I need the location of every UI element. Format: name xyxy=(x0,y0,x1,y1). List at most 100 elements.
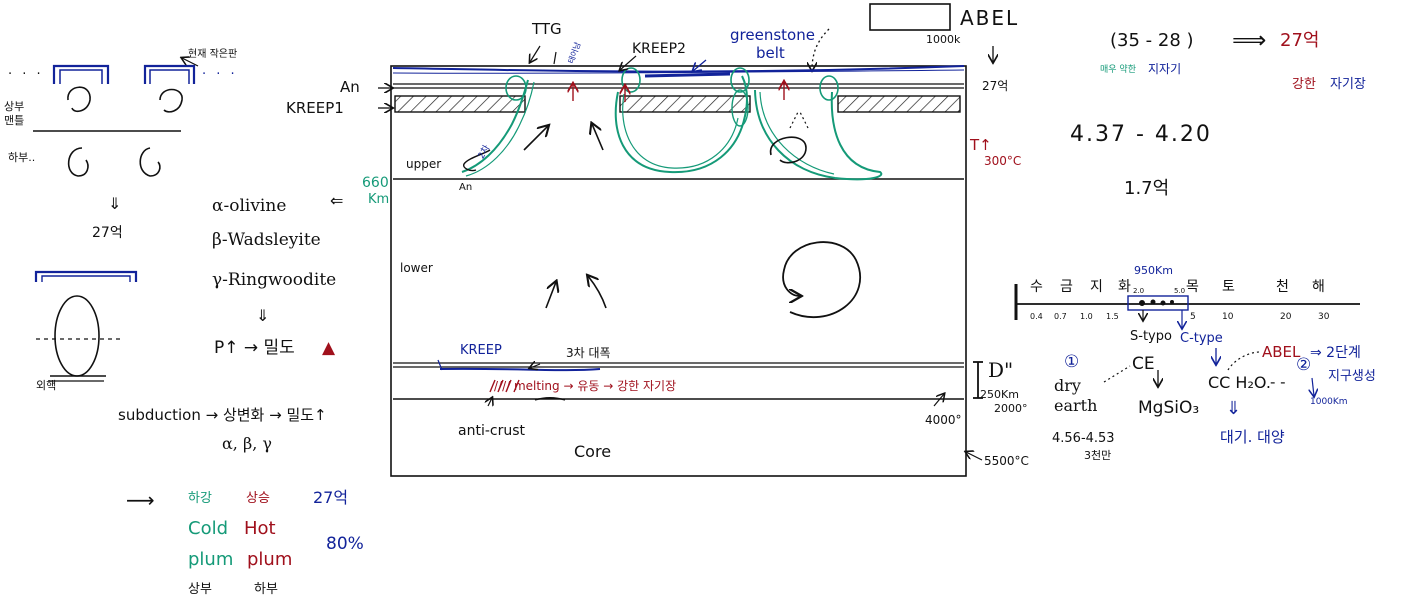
planet-jupiter: 목 xyxy=(1186,279,1199,295)
tick-0-7: 0.7 xyxy=(1054,312,1067,321)
legend-descent: 하강 xyxy=(188,491,212,506)
tick-5: 5 xyxy=(1190,312,1196,322)
planet-mars: 화 xyxy=(1118,279,1131,295)
upper-mantle-label: 상부 맨틀 xyxy=(4,100,25,127)
anti-crust-label: anti-crust xyxy=(458,423,525,439)
density-up-mark: ▲ xyxy=(322,338,336,358)
age-27-left: 27억 xyxy=(92,225,123,241)
circle-one: ① xyxy=(1064,352,1080,372)
legend-arrow: ⟶ xyxy=(126,488,155,512)
legend-percent: 80% xyxy=(326,534,364,554)
stage-two: ⇒ 2단계 xyxy=(1310,345,1361,361)
pressure-density: P↑ → 밀도 xyxy=(214,338,295,358)
abel-size: 1000k xyxy=(926,33,961,46)
tick-30: 30 xyxy=(1318,312,1330,322)
distance-label: 950Km xyxy=(1134,264,1173,277)
tick-2-0: 2.0 xyxy=(1133,287,1145,295)
planet-saturn: 토 xyxy=(1222,279,1235,295)
arrow-to-minerals: ⇐ xyxy=(330,191,344,210)
depth-660: 660 xyxy=(362,175,389,191)
an-label: An xyxy=(340,78,360,96)
alpha-olivine: α-olivine xyxy=(212,196,287,216)
ttg-label: TTG xyxy=(532,20,562,38)
core-top-temp: 4000° xyxy=(925,413,962,427)
an-small-label: An xyxy=(459,182,473,193)
belt-label: belt xyxy=(756,44,785,62)
core-temp: 5500°C xyxy=(984,454,1029,468)
greenstone-label: greenstone xyxy=(730,26,815,44)
dashes: - - xyxy=(1270,373,1286,391)
strong-label: 강한 xyxy=(1292,77,1316,92)
kreep1-label: KREEP1 xyxy=(286,99,344,117)
age-range: (35 - 28 ) xyxy=(1110,30,1194,51)
legend-age: 27억 xyxy=(313,488,349,507)
legend-lower: 하부 xyxy=(254,582,278,597)
planet-scale xyxy=(1014,284,1360,396)
depth-unit: Km xyxy=(368,192,390,207)
temperature-300: 300°C xyxy=(984,154,1022,168)
legend-upper: 상부 xyxy=(188,582,212,597)
strong-field-label: 자기장 xyxy=(1330,77,1366,92)
kreep2-label: KREEP2 xyxy=(632,41,686,57)
left-plate-sketch xyxy=(33,58,199,382)
tick-5-0: 5.0 xyxy=(1174,287,1186,295)
span-3000: 3천만 xyxy=(1084,449,1112,462)
legend-plum-hot: plum xyxy=(247,549,293,570)
abel-right-label: ABEL xyxy=(1262,343,1301,361)
dots-left: · · · xyxy=(8,67,44,82)
weak-label: 매우 약한 xyxy=(1100,65,1136,75)
planet-uranus: 천 xyxy=(1276,279,1289,295)
age-right-label: 27억 xyxy=(982,79,1009,93)
earth-cross-section xyxy=(378,3,993,477)
upper-label: upper xyxy=(406,157,442,171)
dots-right: · · · xyxy=(202,67,238,82)
abel-size-right: 1000Km xyxy=(1310,397,1348,407)
down-arrow-right: ⇓ xyxy=(1226,398,1242,419)
dry-label: dry xyxy=(1054,376,1081,395)
atmosphere-ocean: 대기. 대양 xyxy=(1220,428,1285,446)
melting-label: //// melting → 유동 → 강한 자기장 xyxy=(494,379,677,393)
tick-10: 10 xyxy=(1222,312,1234,322)
outer-core-label: 외핵 xyxy=(36,379,57,392)
ce-label: CE xyxy=(1132,354,1155,374)
time-span: 1.7억 xyxy=(1124,178,1170,199)
planet-mercury: 수 xyxy=(1030,279,1043,295)
legend-plum-cold: plum xyxy=(188,549,234,570)
circle-two: ② xyxy=(1296,355,1312,375)
subduction-line: subduction → 상변화 → 밀도↑ xyxy=(118,406,327,424)
down-arrow-left: ⇓ xyxy=(108,194,122,213)
gamma-ringwoodite: γ-Ringwoodite xyxy=(212,270,337,290)
legend-cold: Cold xyxy=(188,518,229,539)
legend-hot: Hot xyxy=(244,518,276,539)
weak-field-label: 지자기 xyxy=(1148,62,1182,76)
planet-earth: 지 xyxy=(1090,279,1103,295)
tick-20: 20 xyxy=(1280,312,1292,322)
abel-label: ABEL xyxy=(960,6,1020,30)
d2-temp: 2000° xyxy=(994,402,1028,415)
planet-neptune: 해 xyxy=(1312,279,1325,295)
ages-range-2: 4.37 - 4.20 xyxy=(1070,122,1212,147)
lower-label-left: 하부.. xyxy=(8,151,36,164)
implies-arrow: ⟹ xyxy=(1232,26,1267,54)
c-type-label: C-type xyxy=(1180,331,1223,346)
plate-note: 현재 작은판 xyxy=(188,49,238,60)
tick-0-4: 0.4 xyxy=(1030,312,1043,321)
age-27-right: 27억 xyxy=(1280,30,1320,51)
tick-1-0: 1.0 xyxy=(1080,312,1093,321)
earth-formation: 지구생성 xyxy=(1328,369,1376,384)
down-arrow-minerals: ⇓ xyxy=(256,306,270,325)
planet-venus: 금 xyxy=(1060,279,1073,295)
legend-ascent: 상승 xyxy=(246,491,270,506)
earth-label: earth xyxy=(1054,396,1098,415)
ages-4-56: 4.56-4.53 xyxy=(1052,431,1115,446)
lower-label: lower xyxy=(400,261,433,275)
third-label: 3차 대폭 xyxy=(566,346,611,360)
tick-1-5: 1.5 xyxy=(1106,312,1119,321)
cc-h2o-label: CC H₂O. xyxy=(1208,373,1271,392)
mgsio3-label: MgSiO₃ xyxy=(1138,398,1200,418)
d-double-prime: D" xyxy=(988,358,1014,382)
temperature-up: T↑ xyxy=(970,136,992,154)
phase-letters: α, β, γ xyxy=(222,434,272,453)
kreep-bottom-label: KREEP xyxy=(460,343,502,358)
